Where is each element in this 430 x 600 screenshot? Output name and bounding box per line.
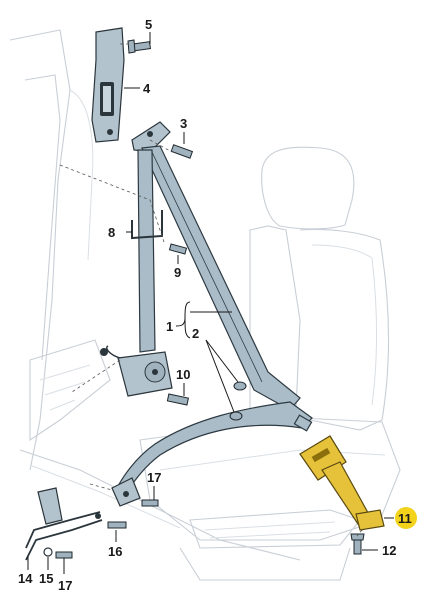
callout-5: 5 (145, 17, 152, 32)
d-ring-guide (131, 121, 171, 153)
callout-8: 8 (108, 225, 115, 240)
callout-2: 2 (192, 326, 199, 341)
leader-lines (27, 32, 394, 574)
bolt-12 (350, 533, 365, 555)
bolt-17-upper (141, 499, 159, 507)
lap-belt (115, 401, 313, 497)
vehicle-body-ghost (9, 29, 301, 561)
bolt-5 (127, 39, 152, 54)
buckle-11 (299, 435, 385, 531)
belt-guide-8 (131, 210, 163, 240)
callout-labels: 5 4 3 8 9 1 2 10 17 16 14 15 17 11 12 (18, 17, 412, 593)
height-adjuster (91, 27, 125, 143)
callout-12: 12 (382, 543, 396, 558)
callout-11: 11 (398, 511, 412, 526)
callout-14: 14 (18, 571, 33, 586)
callout-4: 4 (143, 81, 151, 96)
clips-2 (229, 381, 247, 421)
lap-belt-anchor (111, 477, 141, 507)
highlight-badge (395, 507, 417, 529)
bolt-10 (166, 393, 189, 406)
callout-1: 1 (166, 319, 173, 334)
shoulder-belt (141, 145, 301, 411)
bolt-16 (107, 521, 127, 529)
vertical-belt (137, 149, 156, 353)
callout-17-upper: 17 (147, 470, 161, 485)
bolt-3 (170, 144, 194, 159)
bolt-9 (168, 243, 188, 255)
callout-17-lower: 17 (58, 578, 72, 593)
callout-10: 10 (176, 367, 190, 382)
washer-15 (43, 547, 53, 557)
callout-9: 9 (174, 265, 181, 280)
retractor (100, 345, 173, 397)
callout-16: 16 (108, 544, 122, 559)
bolt-17-lower (55, 551, 73, 559)
callout-3: 3 (180, 116, 187, 131)
lower-bracket (25, 487, 103, 561)
assembly-lines (59, 43, 363, 537)
callout-15: 15 (39, 571, 53, 586)
